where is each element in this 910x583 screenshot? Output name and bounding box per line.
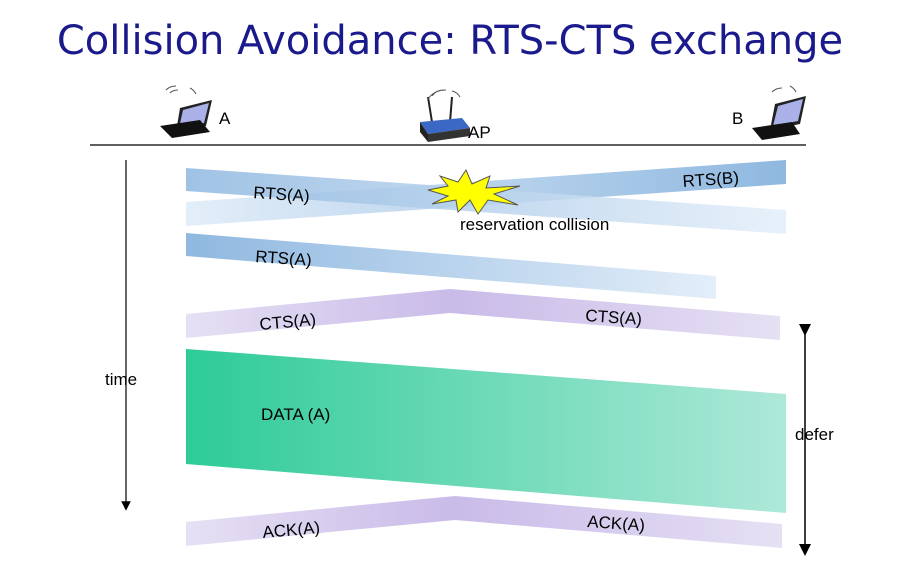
node-ap-label: AP (468, 123, 491, 142)
node-a-label: A (219, 109, 231, 128)
cts-right-label: CTS(A) (585, 306, 643, 329)
rts-b-label: RTS(B) (682, 168, 740, 191)
defer-label: defer (795, 425, 834, 444)
laptop-a-icon (160, 85, 212, 138)
ack-left-label: ACK(A) (262, 518, 321, 542)
collision-label: reservation collision (460, 215, 609, 234)
time-label: time (105, 370, 137, 389)
cts-left-label: CTS(A) (259, 310, 317, 334)
node-b-label: B (732, 109, 743, 128)
page-title: Collision Avoidance: RTS-CTS exchange (57, 18, 843, 64)
ack-right-label: ACK(A) (587, 512, 646, 535)
rts-a-label-2: RTS(A) (255, 247, 313, 270)
collision-starburst-icon (427, 168, 521, 215)
access-point-icon (420, 89, 470, 142)
ack-band (186, 496, 782, 548)
data-band (186, 349, 786, 513)
cts-band (186, 289, 780, 340)
rts-a-band-2 (186, 233, 716, 299)
rts-a-label-1: RTS(A) (253, 183, 311, 206)
laptop-b-icon (752, 85, 806, 140)
data-label: DATA (A) (261, 405, 330, 424)
